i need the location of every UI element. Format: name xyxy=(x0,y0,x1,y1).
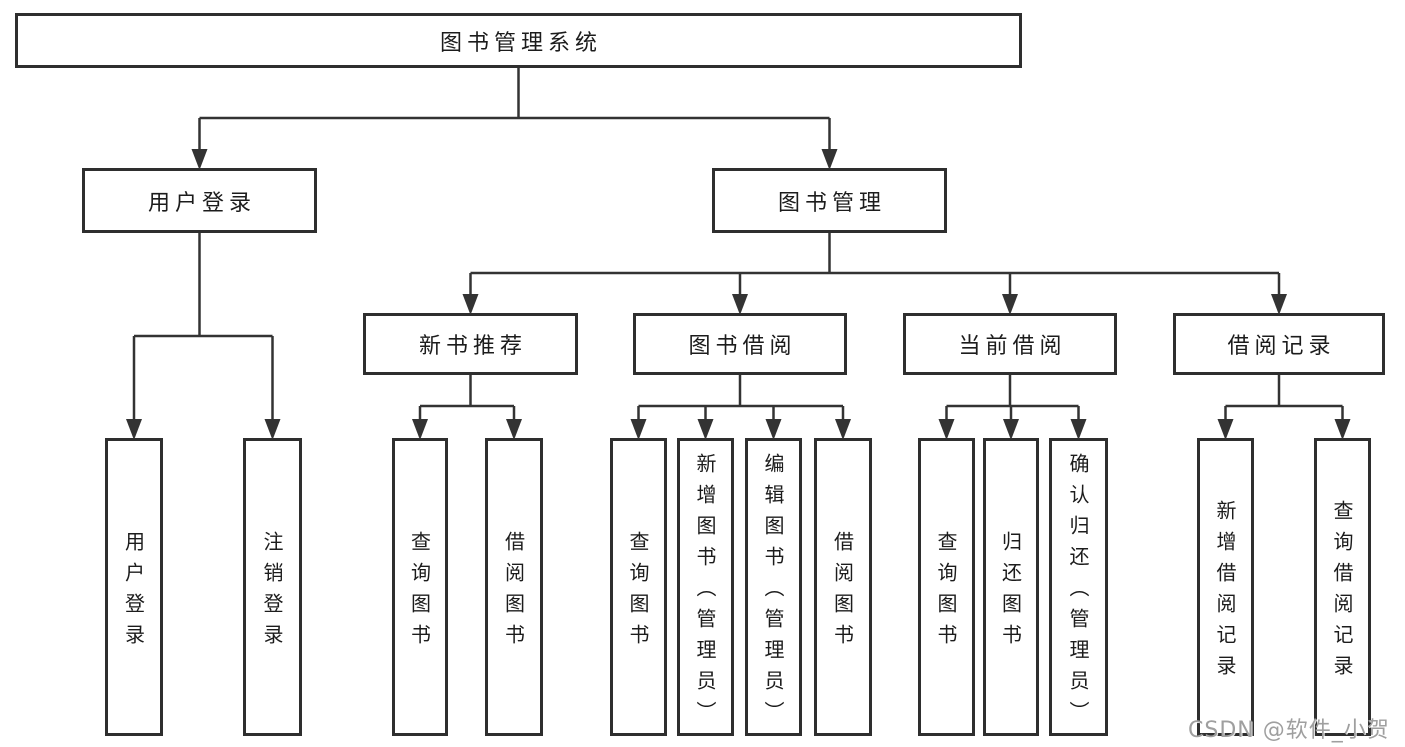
arrowhead xyxy=(191,149,208,170)
edge-new-book-rec xyxy=(418,375,516,430)
arrowhead xyxy=(765,419,782,440)
node-nr-borrow: 借阅图书 xyxy=(485,438,543,736)
node-bb-borrow: 借阅图书 xyxy=(814,438,872,736)
node-br-query: 查询借阅记录 xyxy=(1314,438,1371,736)
arrowhead xyxy=(1217,419,1234,440)
edge-book-mgmt xyxy=(469,233,1281,305)
node-bb-edit: 编辑图书（管理员） xyxy=(745,438,802,736)
node-borrow-records: 借阅记录 xyxy=(1173,313,1385,375)
node-user-login: 用户登录 xyxy=(82,168,317,233)
node-br-add: 新增借阅记录 xyxy=(1197,438,1254,736)
edge-book-borrow xyxy=(637,375,845,430)
arrowhead xyxy=(412,419,428,440)
arrowhead xyxy=(126,419,142,440)
arrowhead xyxy=(1003,419,1019,440)
arrowhead xyxy=(462,294,479,315)
node-root: 图书管理系统 xyxy=(15,13,1022,68)
node-cb-confirm: 确认归还（管理员） xyxy=(1049,438,1108,736)
node-new-book-rec: 新书推荐 xyxy=(363,313,578,375)
arrowhead xyxy=(938,419,955,440)
arrowhead xyxy=(1271,294,1287,315)
arrowhead xyxy=(1002,294,1018,315)
arrowhead xyxy=(264,419,281,440)
node-current-borrow: 当前借阅 xyxy=(903,313,1117,375)
arrowhead xyxy=(821,149,838,170)
arrowhead xyxy=(732,294,748,315)
arrowhead xyxy=(835,419,851,440)
edge-borrow-records xyxy=(1224,375,1344,430)
node-ul-login: 用户登录 xyxy=(105,438,163,736)
node-cb-return: 归还图书 xyxy=(983,438,1039,736)
node-bb-add: 新增图书（管理员） xyxy=(677,438,734,736)
edge-user-login xyxy=(132,233,274,430)
edge-root xyxy=(198,68,831,160)
node-book-mgmt: 图书管理 xyxy=(712,168,947,233)
arrowhead xyxy=(630,419,647,440)
node-book-borrow: 图书借阅 xyxy=(633,313,847,375)
arrowhead xyxy=(1070,419,1087,440)
node-nr-query: 查询图书 xyxy=(392,438,448,736)
node-cb-query: 查询图书 xyxy=(918,438,975,736)
arrowhead xyxy=(506,419,522,440)
arrowhead xyxy=(1334,419,1351,440)
edge-current-borrow xyxy=(945,375,1080,430)
node-bb-query: 查询图书 xyxy=(610,438,667,736)
node-ul-logout: 注销登录 xyxy=(243,438,302,736)
arrowhead xyxy=(697,419,714,440)
